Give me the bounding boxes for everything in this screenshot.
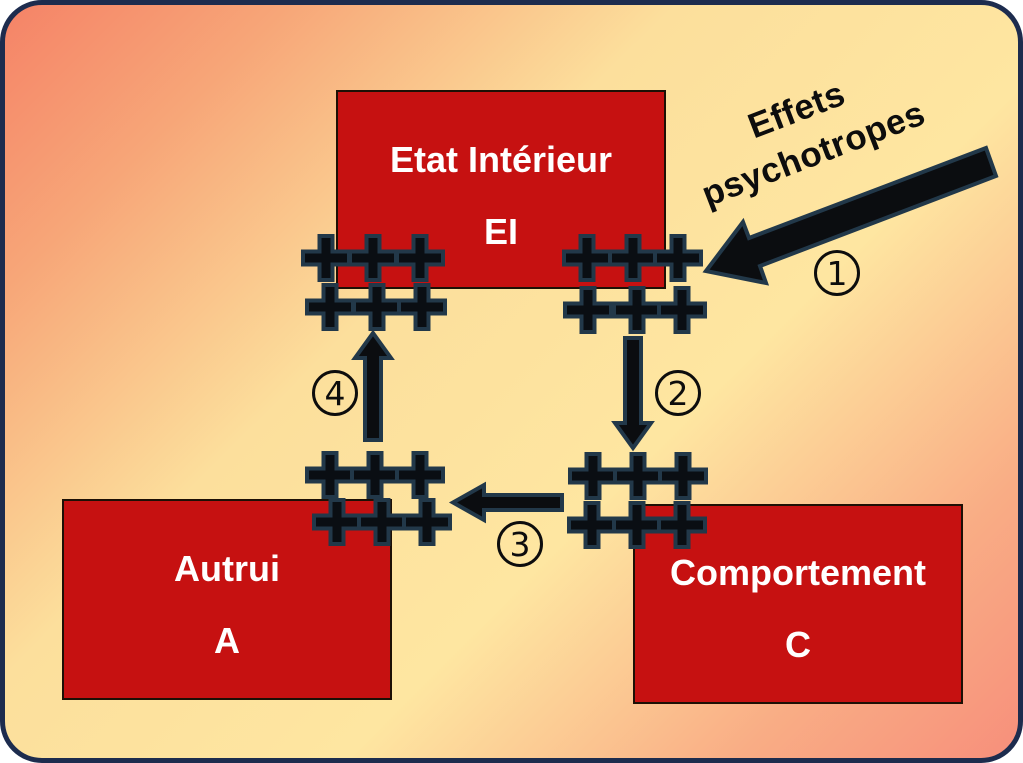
plus-icon: [657, 286, 707, 334]
node-autrui-title: Autrui: [174, 547, 280, 589]
step-badge-1: 1: [814, 250, 860, 296]
plus-icon: [608, 234, 658, 282]
plus-cluster-comportement: [567, 452, 708, 549]
plus-icon: [395, 451, 445, 499]
plus-icon: [357, 498, 407, 546]
node-etat-interieur-abbr: EI: [483, 210, 518, 252]
plus-icon: [402, 498, 452, 546]
node-comportement-abbr: C: [785, 624, 811, 665]
plus-cluster-ei-right: [562, 234, 707, 334]
node-autrui-abbr: A: [214, 619, 240, 661]
plus-icon: [348, 234, 398, 282]
plus-icon: [562, 234, 612, 282]
plus-icon: [352, 283, 402, 331]
plus-icon: [568, 452, 618, 500]
step-badge-2: 2: [655, 370, 701, 416]
plus-icon: [613, 452, 663, 500]
plus-icon: [312, 498, 362, 546]
plus-icon: [305, 283, 355, 331]
plus-icon: [395, 234, 445, 282]
plus-cluster-ei-left: [301, 234, 447, 331]
plus-icon: [305, 451, 355, 499]
plus-icon: [658, 452, 708, 500]
psychotropes-arrow-icon: [702, 145, 999, 286]
node-comportement-title: Comportement: [669, 552, 926, 593]
plus-icon: [301, 234, 351, 282]
plus-icon: [350, 451, 400, 499]
arrow-down-icon: [611, 336, 655, 452]
plus-icon: [612, 286, 662, 334]
diagram-overlay: [301, 145, 999, 549]
step-badge-4: 4: [312, 370, 358, 416]
plus-icon: [567, 501, 617, 549]
arrow-up-icon: [351, 329, 395, 442]
plus-cluster-autrui: [305, 451, 452, 546]
plus-icon: [397, 283, 447, 331]
step-badge-3: 3: [497, 521, 543, 567]
arrow-left-icon: [448, 481, 564, 524]
node-comportement: Comportement C: [633, 504, 963, 704]
plus-icon: [657, 501, 707, 549]
plus-icon: [563, 286, 613, 334]
plus-icon: [653, 234, 703, 282]
node-etat-interieur-title: Etat Intérieur: [389, 138, 613, 180]
plus-icon: [612, 501, 662, 549]
